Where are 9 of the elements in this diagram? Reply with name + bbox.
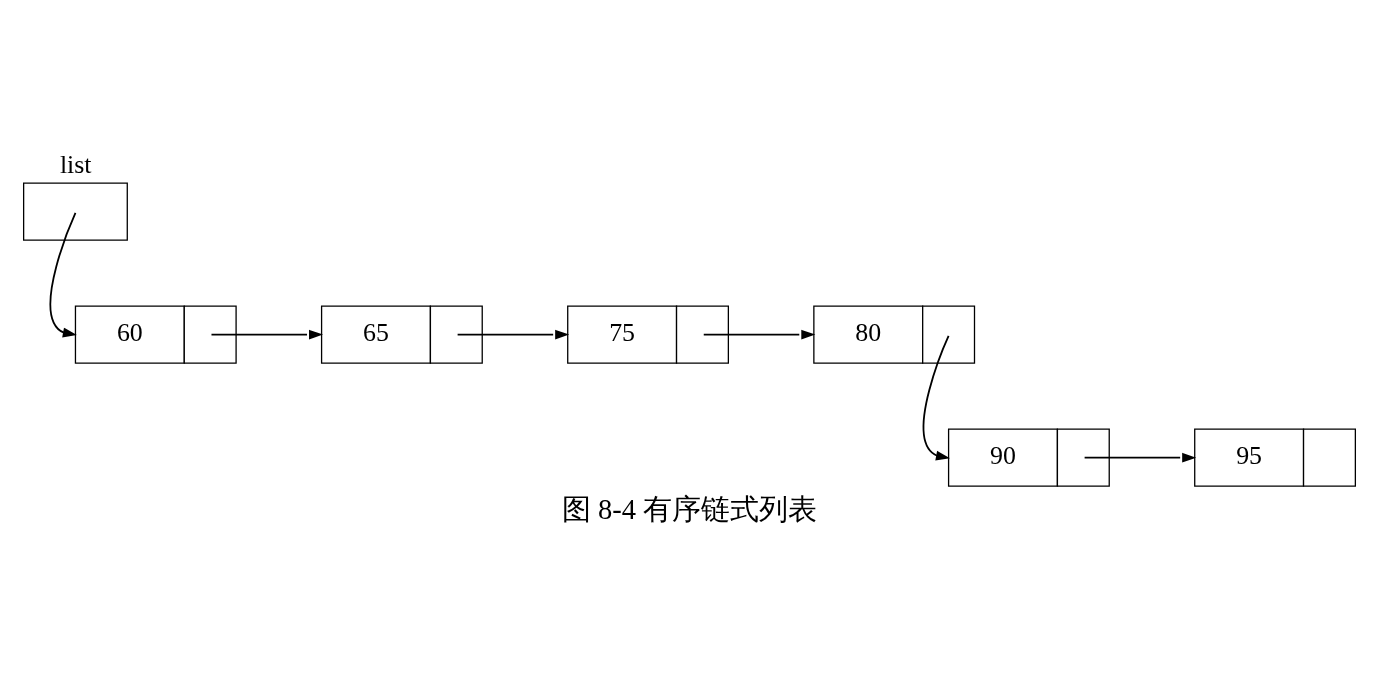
caption: 图 8-4 有序链式列表	[561, 494, 818, 526]
arrow	[922, 335, 950, 461]
arrow	[49, 211, 77, 338]
arrow	[456, 329, 570, 340]
arrow	[210, 329, 324, 340]
node-label: list	[59, 149, 92, 179]
arrow	[1083, 452, 1197, 463]
arrow	[702, 329, 816, 340]
node-box	[23, 182, 128, 241]
